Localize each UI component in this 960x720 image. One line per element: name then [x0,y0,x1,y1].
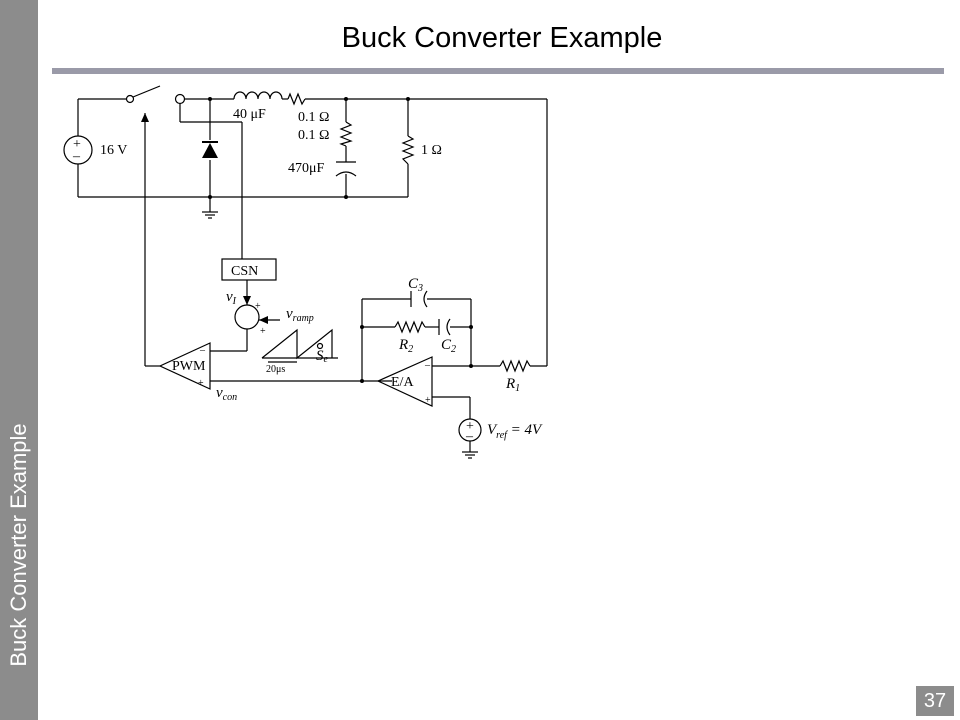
c3-label: C3 [408,276,423,294]
r2-label: R2 [398,337,413,355]
vramp-label: vramp [286,306,314,324]
inductor-label: 40 μF [233,107,266,122]
load-resistor-label: 1 Ω [421,143,442,158]
slope-label: Se [316,348,329,365]
pwm-label: PWM [172,359,206,374]
svg-text:+: + [466,419,474,434]
svg-text:–: – [424,360,431,371]
esr-resistor-label: 0.1 Ω [298,128,329,143]
svg-text:+: + [198,378,204,389]
series-resistor-label: 0.1 Ω [298,110,329,125]
c2-label: C2 [441,337,456,355]
page-number: 37 [916,686,954,716]
source-voltage-label: 16 V [100,143,127,158]
svg-text:+: + [73,137,81,152]
svg-text:+: + [425,395,431,406]
vcon-label: vcon [216,385,237,403]
ramp-period-label: 20μs [266,364,285,375]
vref-label: Vref = 4V [487,422,543,441]
svg-text:–: – [72,149,81,164]
svg-text:+: + [255,301,261,312]
title-rule [52,68,944,74]
svg-text:–: – [199,345,206,356]
csn-label: CSN [231,264,258,279]
svg-text:+: + [260,326,266,337]
error-amp-label: E/A [391,375,414,390]
svg-text:–: – [465,429,474,444]
vi-label: vI [226,289,237,307]
slide-title: Buck Converter Example [341,22,663,54]
capacitor-label: 470μF [288,161,325,176]
r1-label: R1 [505,376,520,394]
sidebar-band: Buck Converter Example [0,0,38,720]
